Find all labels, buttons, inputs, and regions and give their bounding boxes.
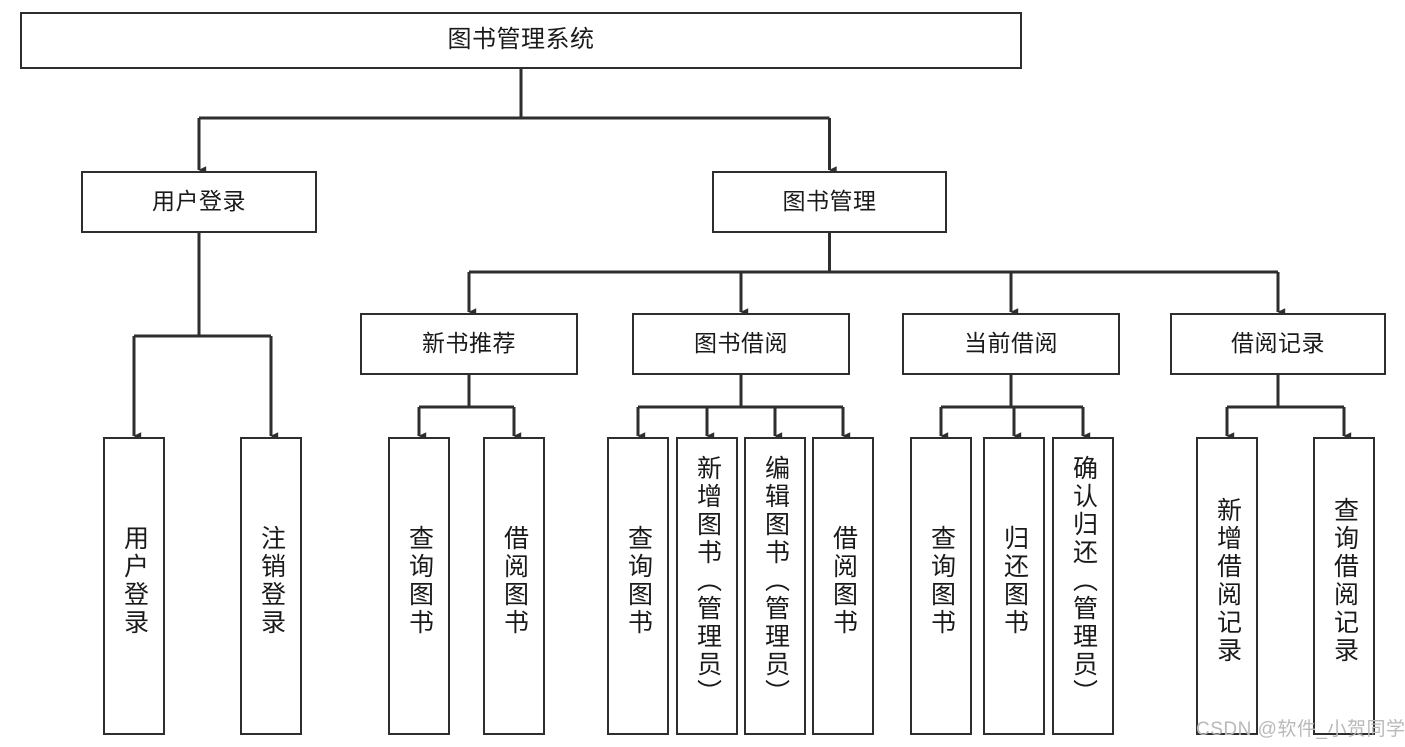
node-label-new-book-rec: 新书推荐 [422,330,516,357]
node-label-leaf-query-2: 查询图书 [624,525,653,637]
node-leaf-query-2[interactable]: 查询图书 [607,437,669,735]
node-leaf-borrow-1[interactable]: 借阅图书 [483,437,545,735]
node-leaf-borrow-2[interactable]: 借阅图书 [812,437,874,735]
node-label-leaf-query-1: 查询图书 [405,525,434,637]
node-leaf-query-1[interactable]: 查询图书 [388,437,450,735]
node-book-manage[interactable]: 图书管理 [712,171,947,233]
node-label-borrow-record: 借阅记录 [1231,330,1325,357]
node-label-current-borrow: 当前借阅 [964,330,1058,357]
node-label-leaf-borrow-1: 借阅图书 [500,525,529,637]
node-label-leaf-confirm: 确认归还（管理员） [1069,455,1098,707]
node-label-leaf-query-rec: 查询借阅记录 [1330,497,1359,665]
node-borrow-record[interactable]: 借阅记录 [1170,313,1386,375]
node-leaf-query-3[interactable]: 查询图书 [910,437,972,735]
node-leaf-return[interactable]: 归还图书 [983,437,1045,735]
node-leaf-user-login[interactable]: 用户登录 [103,437,165,735]
node-user-login[interactable]: 用户登录 [81,171,317,233]
node-leaf-edit-book[interactable]: 编辑图书（管理员） [744,437,806,735]
csdn-watermark: CSDN @软件_小贺同学 [1196,719,1405,740]
node-new-book-rec[interactable]: 新书推荐 [360,313,578,375]
node-label-leaf-logout: 注销登录 [257,525,286,637]
node-root[interactable]: 图书管理系统 [20,12,1022,69]
node-leaf-confirm[interactable]: 确认归还（管理员） [1052,437,1114,735]
node-leaf-logout[interactable]: 注销登录 [240,437,302,735]
node-label-root: 图书管理系统 [447,26,595,54]
node-current-borrow[interactable]: 当前借阅 [902,313,1120,375]
node-leaf-query-rec[interactable]: 查询借阅记录 [1313,437,1375,735]
node-leaf-add-book[interactable]: 新增图书（管理员） [676,437,738,735]
node-label-leaf-borrow-2: 借阅图书 [829,525,858,637]
node-label-book-borrow: 图书借阅 [694,330,788,357]
node-book-borrow[interactable]: 图书借阅 [632,313,850,375]
node-label-user-login: 用户登录 [152,188,246,215]
node-label-leaf-user-login: 用户登录 [120,525,149,637]
node-label-leaf-add-rec: 新增借阅记录 [1213,497,1242,665]
node-label-leaf-edit-book: 编辑图书（管理员） [761,455,790,707]
node-label-leaf-add-book: 新增图书（管理员） [693,455,722,707]
node-leaf-add-rec[interactable]: 新增借阅记录 [1196,437,1258,735]
node-label-leaf-return: 归还图书 [1000,525,1029,637]
node-label-book-manage: 图书管理 [782,188,877,215]
node-label-leaf-query-3: 查询图书 [927,525,956,637]
